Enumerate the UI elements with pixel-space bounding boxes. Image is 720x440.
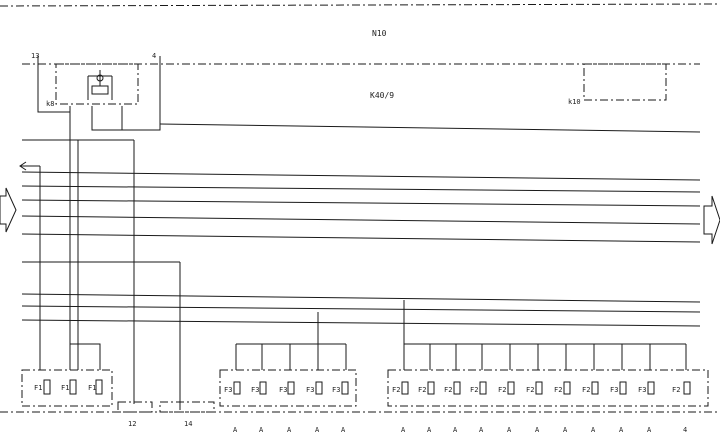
fuse-label: F2 [498, 386, 506, 394]
terminal-label: A [479, 426, 484, 434]
terminal-label: A [619, 426, 624, 434]
terminal-label: A [591, 426, 596, 434]
relay-k8-box [55, 63, 139, 105]
terminal-label: A [315, 426, 320, 434]
terminal-label: A [233, 426, 238, 434]
terminal-label: A [287, 426, 292, 434]
fuse-group-left: F1 F1 F1 [21, 369, 113, 407]
terminal-label: 4 [683, 426, 687, 434]
fuse-label: F1 [61, 384, 69, 392]
pin-4-label: 4 [152, 52, 156, 60]
fuse-label: F1 [34, 384, 42, 392]
terminal-label: A [563, 426, 568, 434]
terminal-label: A [259, 426, 264, 434]
fuse-label: F2 [392, 386, 400, 394]
terminal-label: A [401, 426, 406, 434]
terminal-label: A [507, 426, 512, 434]
terminal-label: A [647, 426, 652, 434]
fuse-label: F3 [279, 386, 287, 394]
vertical-feeds [39, 140, 405, 410]
relay-label-k8: k8 [46, 100, 54, 108]
bus-lines [21, 123, 701, 327]
connector-label-14: 14 [184, 420, 192, 428]
fuse-label: F3 [332, 386, 340, 394]
connector-group: 12 14 [117, 401, 215, 428]
fuse-label: F3 [610, 386, 618, 394]
fuse-label: F2 [672, 386, 680, 394]
fuse-group-right: F2 F2 F2 F2 F2 F2 F2 F2 F3 F3 F2 A A A A… [387, 343, 709, 434]
fuse-label: F2 [582, 386, 590, 394]
fuse-label: F2 [554, 386, 562, 394]
fuse-label: F3 [638, 386, 646, 394]
fuse-label: F1 [88, 384, 96, 392]
fuse-label: F3 [251, 386, 259, 394]
terminal-label: A [453, 426, 458, 434]
fuse-group-middle: F3 F3 F3 F3 F3 A A A A A [219, 343, 357, 434]
fuse-label: F3 [306, 386, 314, 394]
fuse-label: F2 [526, 386, 534, 394]
fuse-label: F2 [444, 386, 452, 394]
relay-k8-coil [91, 85, 109, 95]
top-boundary-line [0, 3, 720, 7]
output-arrow-right [703, 195, 720, 245]
fuse-label: F2 [470, 386, 478, 394]
connector-label-12: 12 [128, 420, 136, 428]
pin-13-label: 13 [31, 52, 39, 60]
input-arrow-left [0, 187, 17, 233]
module-label-k40: K40/9 [370, 91, 394, 100]
terminal-label: A [535, 426, 540, 434]
terminal-label: A [341, 426, 346, 434]
terminal-label: A [427, 426, 432, 434]
relay-label-k10: k10 [568, 98, 581, 106]
module-label-n10: N10 [372, 29, 387, 38]
fuse-label: F3 [224, 386, 232, 394]
relay-k10-box [583, 63, 667, 101]
fuse-label: F2 [418, 386, 426, 394]
